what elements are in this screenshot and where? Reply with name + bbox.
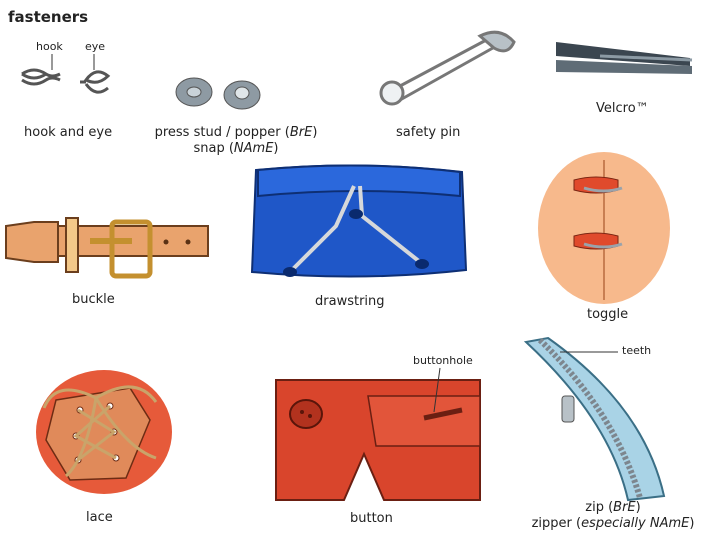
label-velcro: Velcro™ [596,101,649,116]
label-buttonhole: buttonhole [413,354,473,367]
label-hook-and-eye: hook and eye [24,125,113,140]
page-title: fasteners [8,8,89,26]
toggle-illustration [538,152,670,304]
press-stud-illustration [175,77,261,110]
label-button: button [350,511,393,526]
zip-illustration [523,336,666,502]
label-eye: eye [85,40,106,53]
lace-illustration [36,370,172,494]
label-hook: hook [36,40,63,53]
label-toggle: toggle [587,307,629,322]
label-teeth: teeth [622,344,652,357]
drawstring-illustration [250,164,468,278]
button-illustration [275,367,481,501]
safety-pin-illustration [379,30,516,106]
label-safety-pin: safety pin [396,125,461,140]
label-press-stud: press stud / popper (BrE) snap (NAmE) [154,125,318,156]
hook-and-eye-illustration [21,54,111,94]
label-zip: zip (BrE) zipper (especially NAmE) [531,500,695,531]
buckle-illustration [5,217,209,279]
velcro-illustration [556,42,693,74]
label-drawstring: drawstring [315,294,385,309]
label-lace: lace [86,510,113,525]
label-buckle: buckle [72,292,115,307]
